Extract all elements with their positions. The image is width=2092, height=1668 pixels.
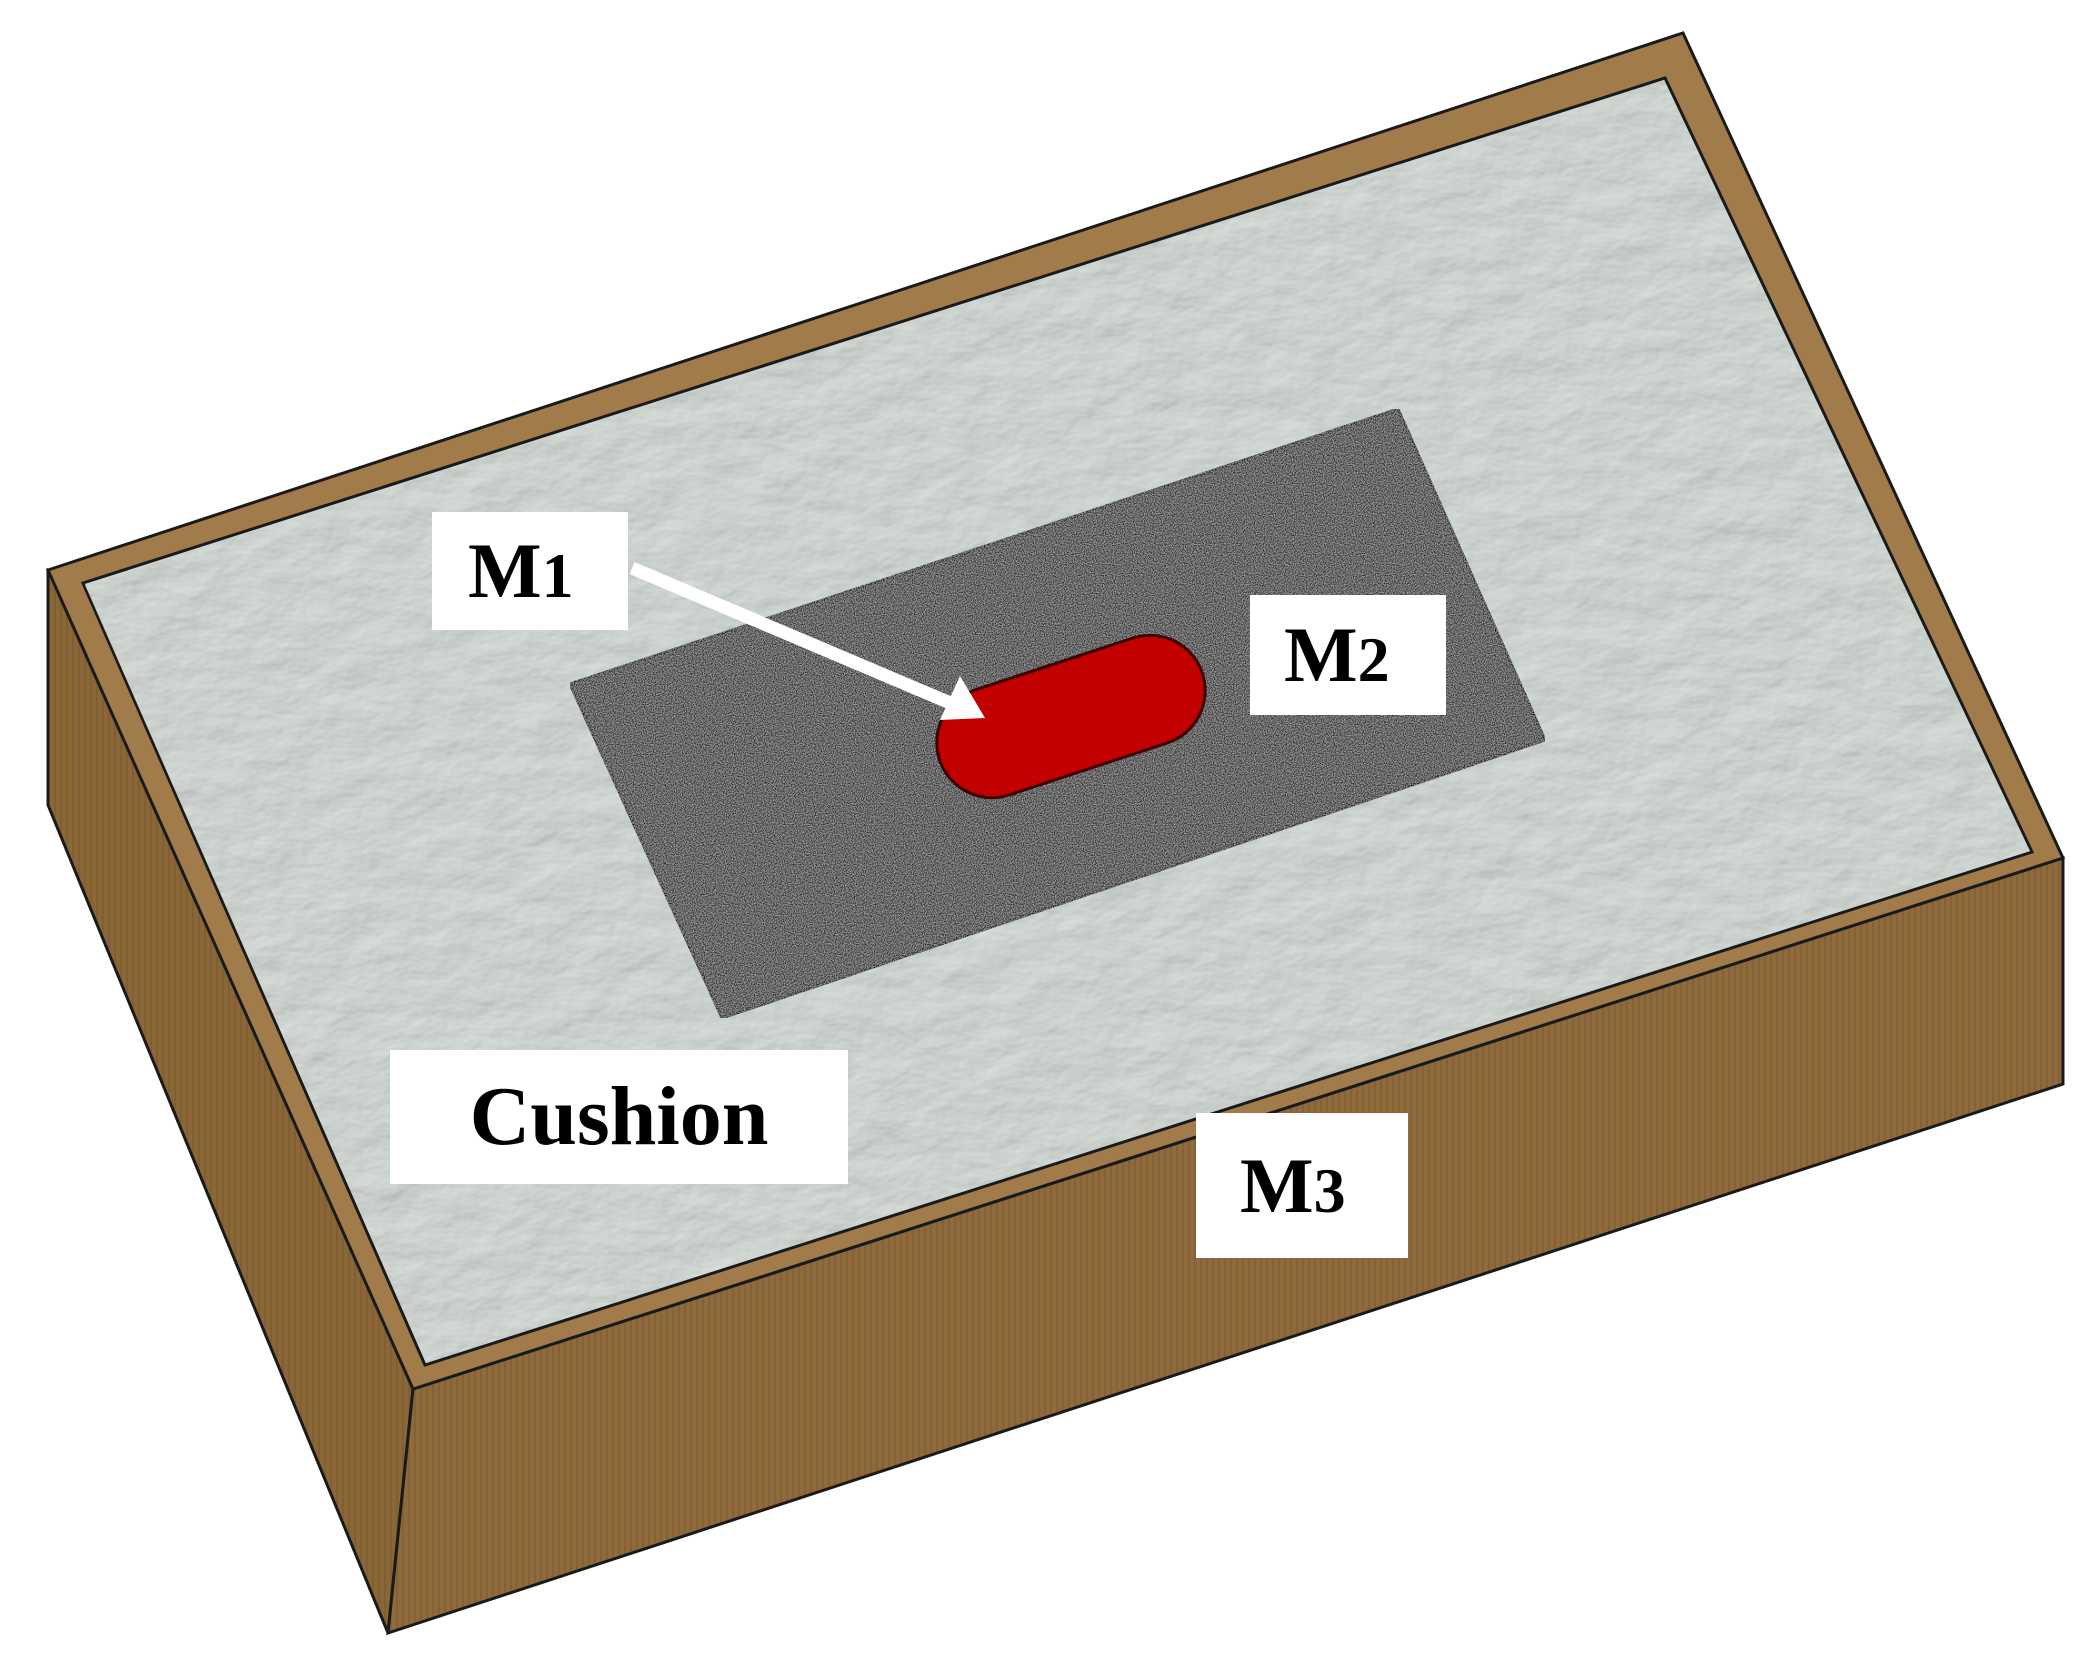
specimen-m1 [935, 633, 1207, 800]
label-m3: M3 [1196, 1113, 1408, 1258]
arrow-m1 [629, 562, 985, 720]
label-m2-main: M [1284, 611, 1358, 698]
label-m1-sub: 1 [542, 540, 574, 611]
svg-text:M3: M3 [1240, 1142, 1346, 1229]
label-m2: M2 [1250, 595, 1446, 715]
label-cushion: Cushion [390, 1050, 848, 1184]
svg-text:M1: M1 [468, 527, 574, 614]
label-m1-main: M [468, 527, 542, 614]
label-m2-sub: 2 [1358, 624, 1390, 695]
svg-text:M2: M2 [1284, 611, 1390, 698]
label-cushion-text: Cushion [470, 1070, 769, 1163]
label-m3-sub: 3 [1314, 1155, 1346, 1226]
label-m1: M1 [432, 512, 628, 630]
label-m3-main: M [1240, 1142, 1314, 1229]
